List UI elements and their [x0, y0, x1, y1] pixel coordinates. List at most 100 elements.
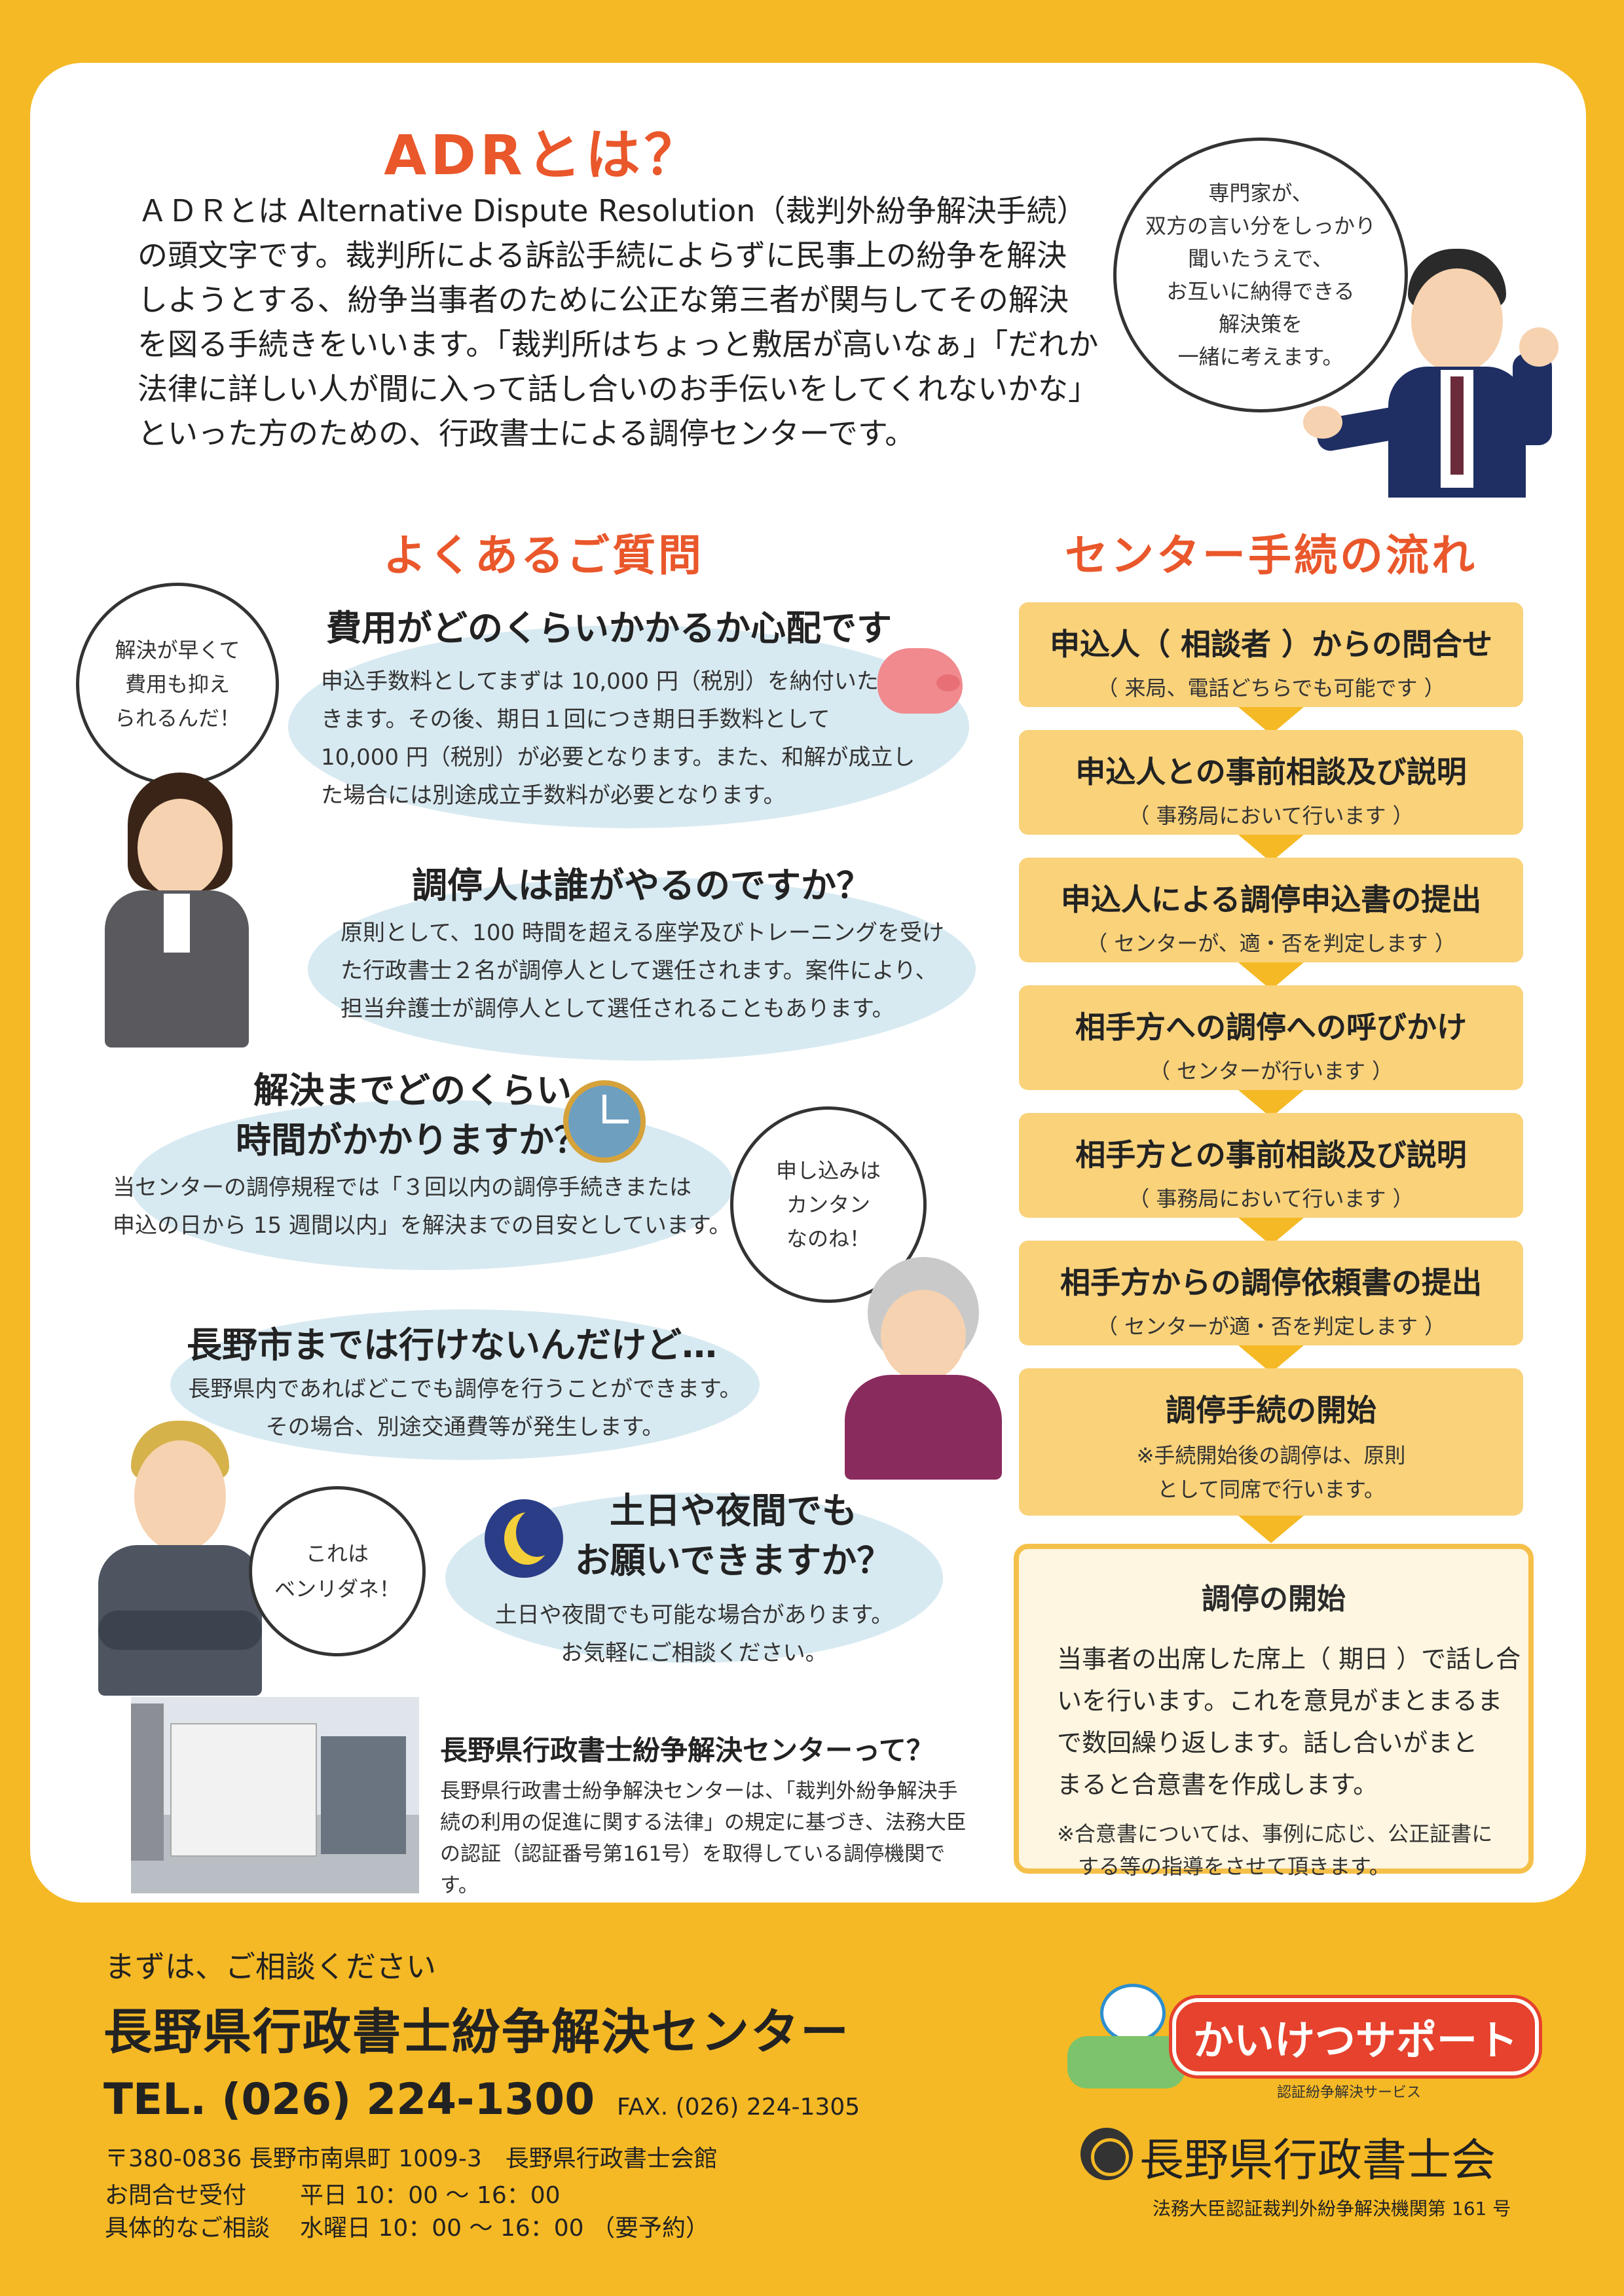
association-emblem-icon	[1080, 2128, 1133, 2180]
footer-center-name: 長野県行政書士紛争解決センター	[103, 2004, 850, 2060]
footer-tel: TEL. (026) 224-1300	[103, 2074, 595, 2124]
speech-line: 一緒に考えます。	[1177, 344, 1344, 369]
man-arms-crossed-illustration	[92, 1421, 262, 1696]
kaiketsu-support-sub: 認証紛争解決サービス	[1277, 2085, 1422, 2101]
speech-line: 解決策を	[1218, 312, 1302, 337]
association-name: 長野県行政書士会	[1139, 2135, 1496, 2187]
flow-step-7: 調停手続の開始 ※手続開始後の調停は、原則 として同席で行います。	[1019, 1368, 1523, 1516]
intro-line: といった方のための、行政書士による調停センターです。	[138, 416, 915, 451]
faq-distance-answer: 長野県内であればどこでも調停を行うことができます。 その場合、別途交通費等が発生…	[157, 1370, 773, 1446]
faq-mediator-answer: 原則として、100 時間を超える座学及びトレーニングを受け た行政書士２名が調停…	[341, 914, 969, 1028]
intro-line: を図る手続きをいいます。「裁判所はちょっと敷居が高いなぁ」「だれか	[138, 327, 1099, 362]
question-line: 時間がかかりますか？	[236, 1120, 589, 1161]
woman-speech-bubble: 解決が早くて 費用も抑え られるんだ！	[76, 583, 279, 786]
speech-line: カンタン	[786, 1192, 870, 1217]
flow-step-1: 申込人（ 相談者 ）からの問合せ （ 来局、電話どちらでも可能です ）	[1019, 602, 1523, 707]
note-line: する等の指導をさせて頂きます。	[1078, 1854, 1390, 1879]
answer-line: きます。その後、期日１回につき期日手数料として	[321, 706, 830, 733]
step-note: として同席で行います。	[1157, 1477, 1385, 1502]
text-line: 長野県行政書士紛争解決センターは、「裁判外紛争解決手	[440, 1779, 958, 1803]
association-sub: 法務大臣認証裁判外紛争解決機関第 161 号	[1153, 2198, 1511, 2219]
footer-address: 〒380-0836 長野市南県町 1009-3 長野県行政書士会館	[105, 2145, 718, 2172]
faq-distance-blob	[170, 1309, 760, 1460]
speech-line: 双方の言い分をしっかり	[1145, 213, 1376, 238]
faq-cost-question: 費用がどのくらいかかるか心配です	[326, 608, 892, 649]
flow-step-2: 申込人との事前相談及び説明 （ 事務局において行います ）	[1019, 730, 1523, 835]
adr-intro: ＡＤＲとは Alternative Dispute Resolution（裁判外…	[138, 189, 1113, 456]
body-line: いを行います。これを意見がまとまるま	[1057, 1686, 1503, 1715]
step-note: （ センターが適・否を判定します ）	[1096, 1314, 1446, 1339]
clock-icon	[563, 1080, 646, 1163]
answer-line: 申込の日から 15 週間以内」を解決までの目安としています。	[113, 1212, 731, 1239]
speech-line: 聞いたうえで、	[1188, 246, 1333, 271]
footer-hours1-label: お問合せ受付	[105, 2182, 247, 2209]
flow-step-6: 相手方からの調停依頼書の提出 （ センターが適・否を判定します ）	[1019, 1241, 1523, 1345]
adr-title: ADRとは？	[384, 123, 703, 187]
answer-line: 申込手数料としてまずは 10,000 円（税別）を納付いただ	[321, 668, 901, 695]
step-note: （ センターが、適・否を判定します ）	[1086, 931, 1456, 956]
body-line: 当事者の出席した席上（ 期日 ）で話し合	[1057, 1645, 1521, 1673]
flow-step-5: 相手方との事前相談及び説明 （ 事務局において行います ）	[1019, 1113, 1523, 1218]
speech-line: お互いに納得できる	[1166, 279, 1355, 304]
step-note: （ 事務局において行います ）	[1128, 803, 1414, 828]
faq-title: よくあるご質問	[383, 530, 704, 581]
step-heading: 相手方からの調停依頼書の提出	[1060, 1265, 1482, 1300]
step-heading: 申込人との事前相談及び説明	[1075, 754, 1467, 790]
answer-line: 原則として、100 時間を超える座学及びトレーニングを受け	[341, 920, 944, 946]
body-line: で数回繰り返します。話し合いがまと	[1057, 1728, 1478, 1757]
flow-title: センター手続の流れ	[1065, 530, 1477, 581]
faq-time-answer: 当センターの調停規程では「３回以内の調停手続きまたは 申込の日から 15 週間以…	[113, 1169, 767, 1245]
speech-line: 費用も抑え	[124, 672, 230, 697]
answer-line: その場合、別途交通費等が発生します。	[265, 1414, 665, 1440]
step-heading: 相手方との事前相談及び説明	[1075, 1137, 1467, 1173]
speech-line: これは	[305, 1541, 369, 1566]
text-line: の認証（認証番号第161号）を取得している調停機関です。	[440, 1842, 946, 1897]
center-title: 長野県行政書士紛争解決センターって？	[440, 1734, 934, 1766]
faq-mediator-blob	[308, 877, 976, 1061]
faq-cost-blob	[288, 625, 969, 828]
answer-line: 当センターの調停規程では「３回以内の調停手続きまたは	[113, 1175, 692, 1201]
faq-weekend-question: 土日や夜間でも お願いできますか？	[537, 1486, 930, 1586]
step-heading: 申込人による調停申込書の提出	[1060, 882, 1482, 917]
final-note: ※合意書については、事例に応じ、公正証書に する等の指導をさせて頂きます。	[1057, 1817, 1528, 1883]
answer-line: 担当弁護士が調停人として選任されることもあります。	[341, 996, 895, 1022]
question-line: お願いできますか？	[574, 1540, 893, 1581]
answer-line: た行政書士２名が調停人として選任されます。案件により、	[341, 958, 938, 984]
speech-line: 申し込みは	[775, 1158, 881, 1183]
intro-line: ＡＤＲとは Alternative Dispute Resolution（裁判外…	[138, 193, 1087, 228]
flow-step-3: 申込人による調停申込書の提出 （ センターが、適・否を判定します ）	[1019, 858, 1523, 962]
answer-line: た場合には別途成立手数料が必要となります。	[321, 782, 786, 809]
faq-mediator-question: 調停人は誰がやるのですか？	[412, 865, 872, 906]
footer-hours2: 水曜日 10：00 〜 16：00 （要予約）	[300, 2215, 710, 2242]
faq-distance-question: 長野市までは行けないんだけど…	[187, 1324, 717, 1366]
businessman-illustration	[1303, 236, 1572, 498]
step-note: ※手続開始後の調停は、原則	[1136, 1443, 1406, 1468]
footer-hours2-label: 具体的なご相談	[105, 2215, 270, 2242]
step-note: （ 事務局において行います ）	[1128, 1186, 1414, 1211]
question-line: 土日や夜間でも	[610, 1490, 857, 1531]
flow-arrow	[1238, 1516, 1304, 1543]
speech-line: ベンリダネ！	[274, 1576, 400, 1601]
center-text: 長野県行政書士紛争解決センターは、「裁判外紛争解決手 続の利用の促進に関する法律…	[440, 1776, 977, 1901]
footer-lead: まずは、ご相談ください	[105, 1949, 436, 1984]
speech-line: 解決が早くて	[115, 638, 240, 663]
moon-icon	[485, 1499, 563, 1578]
intro-line: の頭文字です。裁判所による訴訟手続によらずに民事上の紛争を解決	[138, 238, 1067, 273]
footer-hours1: 平日 10：00 〜 16：00	[300, 2182, 561, 2209]
flow-final-box: 調停の開始 当事者の出席した席上（ 期日 ）で話し合 いを行います。これを意見が…	[1014, 1544, 1534, 1879]
note-line: ※合意書については、事例に応じ、公正証書に	[1057, 1821, 1493, 1846]
step-heading: 相手方への調停への呼びかけ	[1075, 1010, 1467, 1045]
speech-line: 専門家が、	[1208, 181, 1313, 206]
faq-weekend-answer: 土日や夜間でも可能な場合があります。 お気軽にご相談ください。	[452, 1596, 936, 1672]
flow-step-4: 相手方への調停への呼びかけ （ センターが行います ）	[1019, 985, 1523, 1090]
handshake-mascot-icon	[1067, 1984, 1185, 2095]
text-line: 続の利用の促進に関する法律」の規定に基づき、法務大臣	[440, 1811, 967, 1834]
answer-line: お気軽にご相談ください。	[561, 1640, 828, 1666]
man-speech-bubble: これは ベンリダネ！	[249, 1486, 426, 1656]
expert-speech-bubble: 専門家が、 双方の言い分をしっかり 聞いたうえで、 お互いに納得できる 解決策を…	[1113, 137, 1408, 412]
building-photo	[131, 1697, 419, 1893]
faq-cost-answer: 申込手数料としてまずは 10,000 円（税別）を納付いただ きます。その後、期…	[321, 663, 923, 814]
intro-line: 法律に詳しい人が間に入って話し合いのお手伝いをしてくれないかな」	[138, 371, 1098, 407]
step-heading: 調停手続の開始	[1166, 1393, 1376, 1428]
speech-line: なのね！	[786, 1226, 870, 1251]
